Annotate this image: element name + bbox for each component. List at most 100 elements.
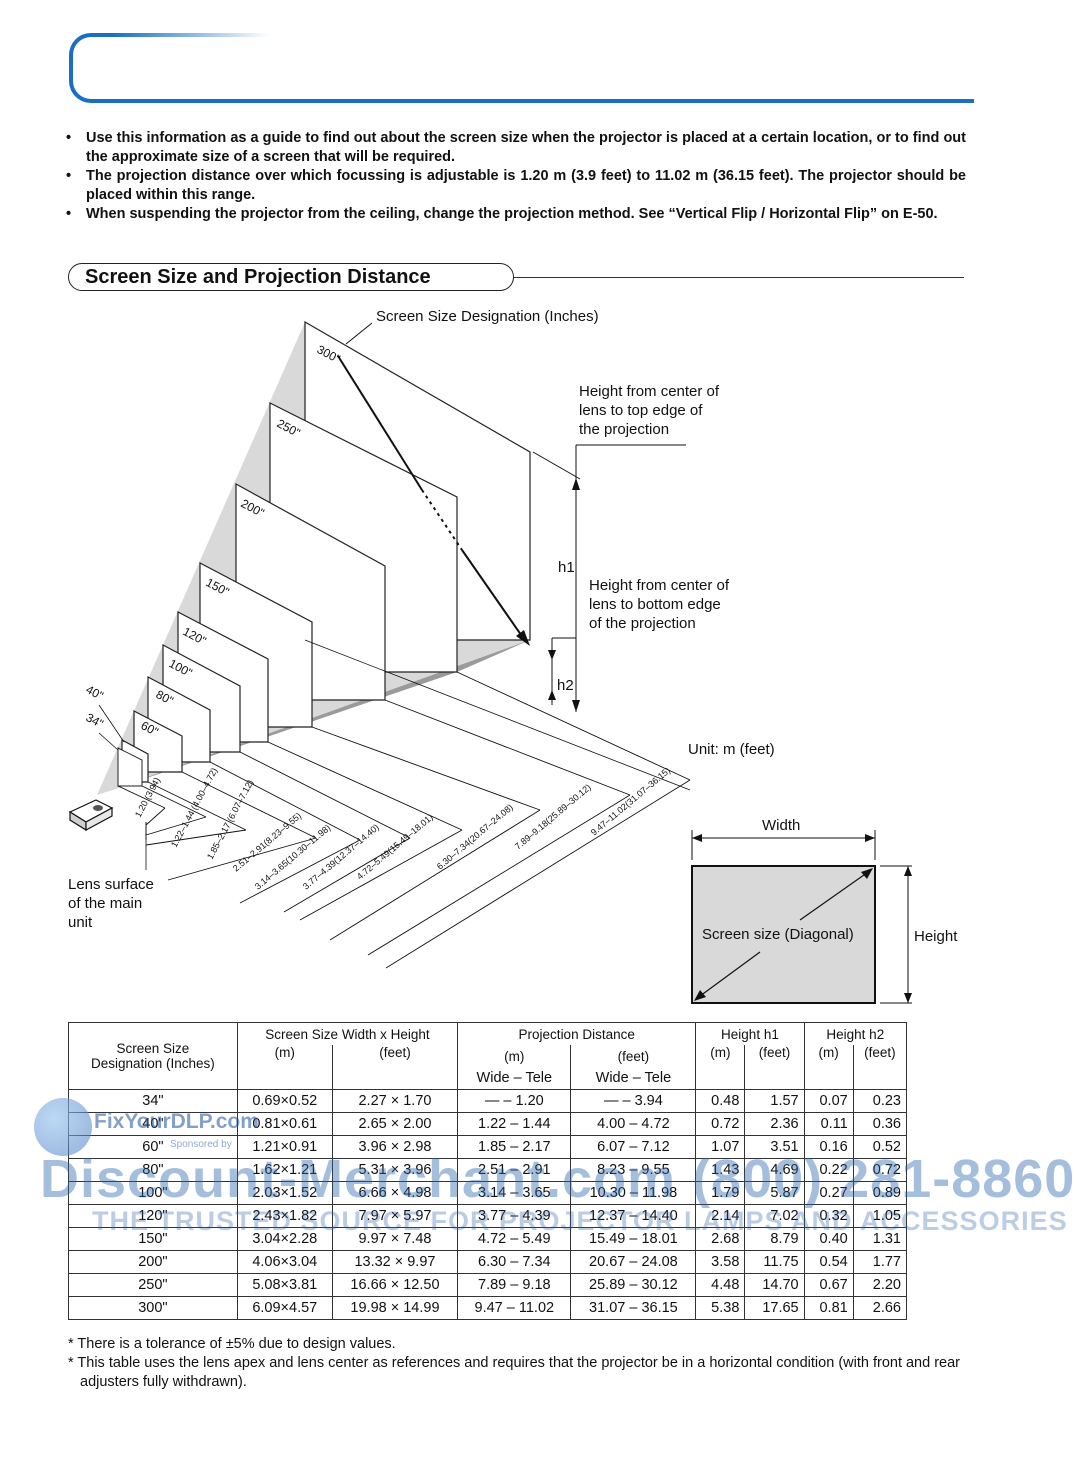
table-cell: 3.58 bbox=[695, 1250, 746, 1274]
table-cell: 4.00 – 4.72 bbox=[570, 1112, 697, 1136]
bullet-item: •When suspending the projector from the … bbox=[66, 206, 938, 222]
table-cell: 7.97 × 5.97 bbox=[331, 1204, 459, 1228]
table-cell: 80" bbox=[68, 1158, 238, 1182]
bullet-item: •The projection distance over which focu… bbox=[66, 168, 966, 203]
table-cell: 4.72 – 5.49 bbox=[457, 1227, 572, 1251]
section-title: Screen Size and Projection Distance bbox=[68, 263, 514, 291]
unit-m: (m) bbox=[457, 1045, 572, 1067]
h2-arrow-up bbox=[548, 690, 556, 700]
table-cell: 3.04×2.28 bbox=[236, 1227, 333, 1251]
table-cell: 0.81 bbox=[803, 1296, 854, 1320]
footnotes: * There is a tolerance of ±5% due to des… bbox=[68, 1335, 968, 1392]
table-cell: 1.77 bbox=[852, 1250, 908, 1274]
height-label: Height bbox=[914, 928, 958, 945]
table-cell: 6.09×4.57 bbox=[236, 1296, 333, 1320]
table-cell: 6.30 – 7.34 bbox=[457, 1250, 572, 1274]
table-cell: 19.98 × 14.99 bbox=[331, 1296, 459, 1320]
table-cell: 0.36 bbox=[852, 1112, 908, 1136]
unit-label: Unit: m (feet) bbox=[688, 741, 775, 758]
unit-feet: (feet) bbox=[744, 1045, 805, 1090]
range-label: 4.72–5.49(15.49–18.01) bbox=[355, 812, 435, 881]
wide-tele-label: Wide – Tele bbox=[570, 1067, 697, 1090]
height-bottom-label-3: of the projection bbox=[589, 615, 696, 632]
inset-diagonal bbox=[799, 869, 872, 921]
table-cell: 1.21×0.91 bbox=[236, 1135, 333, 1159]
projector-icon bbox=[68, 799, 114, 832]
h1-arrow-up bbox=[572, 478, 580, 490]
table-cell: 8.79 bbox=[744, 1227, 805, 1251]
table-cell: 4.69 bbox=[744, 1158, 805, 1182]
table-cell: — – 3.94 bbox=[570, 1089, 697, 1113]
table-cell: 2.27 × 1.70 bbox=[331, 1089, 459, 1113]
height-top-label-3: the projection bbox=[579, 421, 669, 438]
table-cell: 3.14 – 3.65 bbox=[457, 1181, 572, 1205]
table-cell: 11.75 bbox=[744, 1250, 805, 1274]
col-header-h1: Height h1 bbox=[695, 1022, 805, 1045]
table-cell: 300" bbox=[68, 1296, 238, 1320]
table-cell: 13.32 × 9.97 bbox=[331, 1250, 459, 1274]
h1-top-guide bbox=[532, 451, 581, 480]
table-cell: 0.07 bbox=[803, 1089, 854, 1113]
size-leader-40 bbox=[98, 704, 125, 743]
table-cell: 7.02 bbox=[744, 1204, 805, 1228]
range-label: 6.30–7.34(20.67–24.08) bbox=[435, 802, 515, 871]
range-label: 2.51–2.91(8.23–9.55) bbox=[231, 811, 303, 874]
table-cell: 40" bbox=[68, 1112, 238, 1136]
table-cell: 9.47 – 11.02 bbox=[457, 1296, 572, 1320]
table-cell: 0.89 bbox=[852, 1181, 908, 1205]
lens-label-1: Lens surface bbox=[68, 876, 154, 893]
table-cell: 0.72 bbox=[852, 1158, 908, 1182]
h1-arrow-down bbox=[572, 700, 580, 712]
height-top-label-2: lens to top edge of bbox=[579, 402, 703, 419]
col-header-projection-distance: Projection Distance bbox=[457, 1022, 697, 1045]
footnote: * There is a tolerance of ±5% due to des… bbox=[68, 1336, 396, 1352]
table-cell: 2.43×1.82 bbox=[236, 1204, 333, 1228]
table-cell: 2.66 bbox=[852, 1296, 908, 1320]
col-header-width-height: Screen Size Width x Height bbox=[236, 1022, 459, 1045]
range-label: 1.85–2.17 (6.07–7.12) bbox=[205, 778, 255, 861]
screen-size-designation-label: Screen Size Designation (Inches) bbox=[376, 308, 599, 325]
unit-feet: (feet) bbox=[852, 1045, 908, 1090]
table-cell: 2.65 × 2.00 bbox=[331, 1112, 459, 1136]
table-cell: 25.89 – 30.12 bbox=[570, 1273, 697, 1297]
width-label: Width bbox=[762, 817, 800, 834]
table-cell: 100" bbox=[68, 1181, 238, 1205]
table-cell: 0.54 bbox=[803, 1250, 854, 1274]
watermark-globe-icon bbox=[34, 1098, 92, 1156]
table-cell: 0.69×0.52 bbox=[236, 1089, 333, 1113]
table-cell: 34" bbox=[68, 1089, 238, 1113]
table-cell: 2.20 bbox=[852, 1273, 908, 1297]
unit-feet: (feet) bbox=[570, 1045, 697, 1067]
diagonal-line bbox=[461, 549, 527, 643]
table-cell: 1.31 bbox=[852, 1227, 908, 1251]
height-top-label-1: Height from center of bbox=[579, 383, 720, 400]
bullet-item: •Use this information as a guide to find… bbox=[66, 130, 966, 165]
floor-guide bbox=[304, 639, 691, 791]
table-cell: 0.23 bbox=[852, 1089, 908, 1113]
table-cell: 0.32 bbox=[803, 1204, 854, 1228]
footnote: * This table uses the lens apex and lens… bbox=[68, 1355, 961, 1390]
table-cell: 9.97 × 7.48 bbox=[331, 1227, 459, 1251]
lens-label-2: of the main bbox=[68, 895, 142, 912]
table-cell: 0.11 bbox=[803, 1112, 854, 1136]
unit-m: (m) bbox=[236, 1045, 333, 1090]
page-header-frame bbox=[69, 33, 983, 103]
table-cell: 1.85 – 2.17 bbox=[457, 1135, 572, 1159]
wide-tele-label: Wide – Tele bbox=[457, 1067, 572, 1090]
table-cell: 10.30 – 11.98 bbox=[570, 1181, 697, 1205]
watermark-logo: FixYourDLP.com bbox=[94, 1110, 259, 1133]
width-arrow-left bbox=[692, 834, 702, 842]
distance-labels: 1.20 (3.94) 1.22–1.44 (4.00–4.72) 1.85–2… bbox=[133, 765, 672, 891]
table-cell: 5.87 bbox=[744, 1181, 805, 1205]
range-label: 9.47–11.02(31.07–36.15) bbox=[589, 765, 672, 837]
table-cell: 2.36 bbox=[744, 1112, 805, 1136]
table-cell: 1.79 bbox=[695, 1181, 746, 1205]
inset-arrow bbox=[861, 868, 873, 879]
